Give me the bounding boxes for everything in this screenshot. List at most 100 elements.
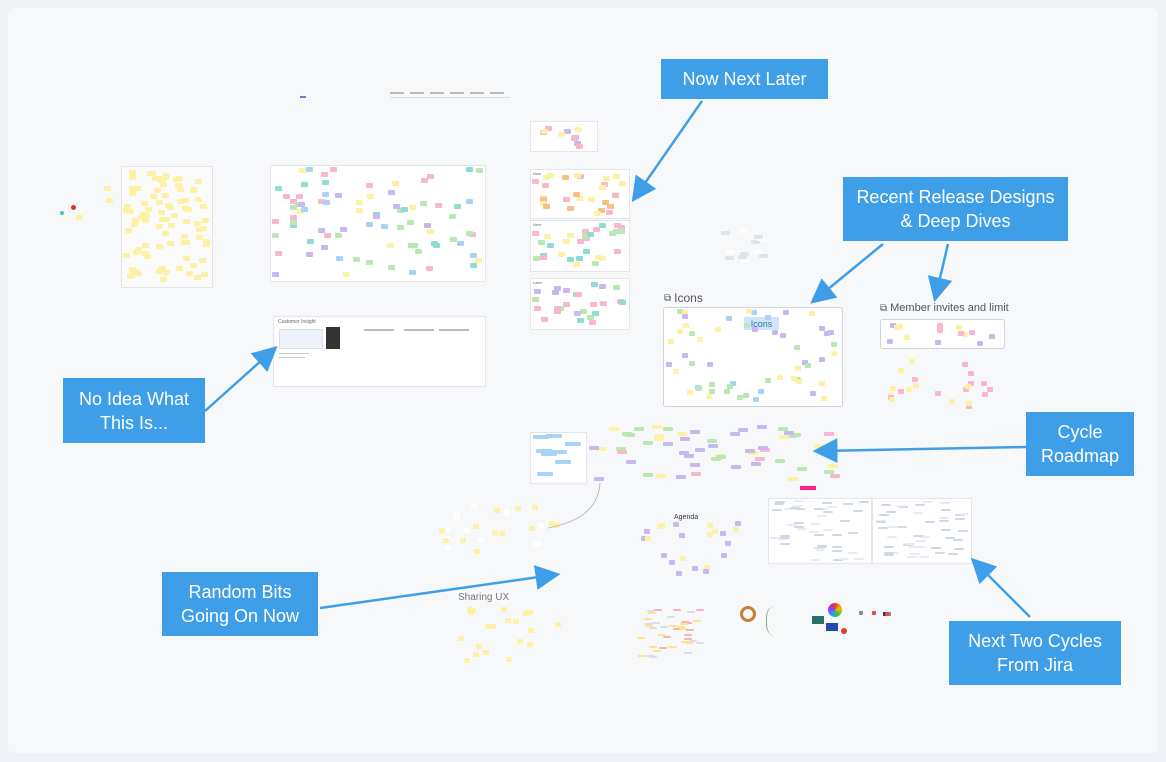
sticky-note[interactable] xyxy=(738,255,747,259)
sticky-note[interactable] xyxy=(906,387,912,392)
sticky-note[interactable] xyxy=(758,389,764,394)
sticky-note[interactable] xyxy=(322,180,329,185)
sticky-note[interactable] xyxy=(601,182,608,187)
sticky-note[interactable] xyxy=(809,311,815,316)
sticky-note[interactable] xyxy=(738,428,748,432)
sticky-note[interactable] xyxy=(160,277,167,282)
sticky-note[interactable] xyxy=(466,167,473,172)
sticky-note[interactable] xyxy=(183,256,190,261)
sticky-note[interactable] xyxy=(644,529,650,534)
sticky-note[interactable] xyxy=(833,559,843,561)
sticky-note[interactable] xyxy=(420,201,427,206)
sticky-note[interactable] xyxy=(536,449,552,453)
sticky-note[interactable] xyxy=(439,528,445,533)
sticky-note[interactable] xyxy=(575,292,582,297)
sticky-note[interactable] xyxy=(787,524,797,526)
sticky-note[interactable] xyxy=(680,623,688,625)
sticky-note[interactable] xyxy=(824,331,830,336)
sticky-note[interactable] xyxy=(517,639,523,644)
sticky-note[interactable] xyxy=(618,229,625,234)
sticky-note[interactable] xyxy=(431,241,438,246)
member-invites-frame[interactable] xyxy=(880,319,1005,349)
sticky-note[interactable] xyxy=(910,553,920,555)
sticky-note[interactable] xyxy=(567,257,574,262)
sticky-note[interactable] xyxy=(745,449,755,453)
sticky-note[interactable] xyxy=(682,314,688,319)
sticky-note[interactable] xyxy=(968,371,974,376)
sticky-note[interactable] xyxy=(421,178,428,183)
sticky-note[interactable] xyxy=(606,210,613,215)
sticky-note[interactable] xyxy=(916,540,926,542)
sticky-note[interactable] xyxy=(318,228,325,233)
sticky-note[interactable] xyxy=(859,611,863,615)
sticky-note[interactable] xyxy=(690,430,700,434)
sticky-note[interactable] xyxy=(135,271,142,276)
sticky-note[interactable] xyxy=(538,523,544,528)
sticky-note[interactable] xyxy=(599,256,606,261)
sticky-note[interactable] xyxy=(765,315,771,320)
sticky-note[interactable] xyxy=(167,241,174,246)
sticky-note[interactable] xyxy=(791,376,797,381)
sticky-note[interactable] xyxy=(832,550,842,552)
sticky-note[interactable] xyxy=(540,255,547,260)
sticky-note[interactable] xyxy=(792,505,802,507)
sticky-note[interactable] xyxy=(527,610,533,615)
sticky-note[interactable] xyxy=(684,454,694,458)
sticky-note[interactable] xyxy=(922,501,932,503)
sticky-note[interactable] xyxy=(661,553,667,558)
sticky-note[interactable] xyxy=(201,272,208,277)
sticky-note[interactable] xyxy=(141,201,148,206)
sticky-note[interactable] xyxy=(780,537,790,539)
sticky-note[interactable] xyxy=(272,233,279,238)
sticky-note[interactable] xyxy=(563,302,570,307)
sticky-note[interactable] xyxy=(551,450,567,454)
callout-no-idea[interactable]: No Idea What This Is... xyxy=(63,378,205,443)
sticky-note[interactable] xyxy=(919,556,929,558)
callout-now-next-later[interactable]: Now Next Later xyxy=(661,59,828,99)
sticky-note[interactable] xyxy=(654,609,662,611)
sticky-note[interactable] xyxy=(885,612,889,616)
sticky-note[interactable] xyxy=(160,182,167,187)
sticky-note[interactable] xyxy=(598,208,605,213)
sticky-note[interactable] xyxy=(523,611,529,616)
sticky-note[interactable] xyxy=(555,622,561,627)
sticky-note[interactable] xyxy=(485,624,491,629)
affinity-map-frame[interactable] xyxy=(270,165,486,282)
sticky-note[interactable] xyxy=(450,237,457,242)
sticky-note[interactable] xyxy=(490,624,496,629)
sticky-note[interactable] xyxy=(692,566,698,571)
sticky-note[interactable] xyxy=(125,228,132,233)
sticky-note[interactable] xyxy=(306,167,313,172)
sticky-note[interactable] xyxy=(541,129,548,134)
sticky-note[interactable] xyxy=(968,381,974,386)
sticky-note[interactable] xyxy=(592,261,599,266)
sticky-note[interactable] xyxy=(540,197,547,202)
sticky-note[interactable] xyxy=(614,223,621,228)
sticky-note[interactable] xyxy=(532,179,539,184)
sticky-note[interactable] xyxy=(427,229,434,234)
sticky-note[interactable] xyxy=(571,136,578,141)
sticky-note[interactable] xyxy=(679,451,689,455)
sticky-note[interactable] xyxy=(707,532,713,537)
sticky-note[interactable] xyxy=(541,452,557,456)
sticky-note[interactable] xyxy=(935,552,945,554)
sticky-note[interactable] xyxy=(819,357,825,362)
sticky-note[interactable] xyxy=(596,447,606,451)
sticky-note[interactable] xyxy=(540,201,547,206)
sticky-note[interactable] xyxy=(827,506,837,508)
sticky-note[interactable] xyxy=(908,546,918,548)
sticky-note[interactable] xyxy=(563,197,570,202)
sticky-note[interactable] xyxy=(171,213,178,218)
sticky-note[interactable] xyxy=(599,284,606,289)
sticky-note[interactable] xyxy=(810,523,820,525)
sticky-note[interactable] xyxy=(195,179,202,184)
sticky-note[interactable] xyxy=(962,362,968,367)
sticky-note[interactable] xyxy=(903,544,913,546)
sticky-note[interactable] xyxy=(689,361,695,366)
sticky-note[interactable] xyxy=(937,323,943,328)
sticky-note[interactable] xyxy=(574,173,581,178)
sticky-note[interactable] xyxy=(977,341,983,346)
sticky-note[interactable] xyxy=(156,244,163,249)
sticky-note[interactable] xyxy=(848,532,858,534)
sticky-note[interactable] xyxy=(797,467,807,471)
